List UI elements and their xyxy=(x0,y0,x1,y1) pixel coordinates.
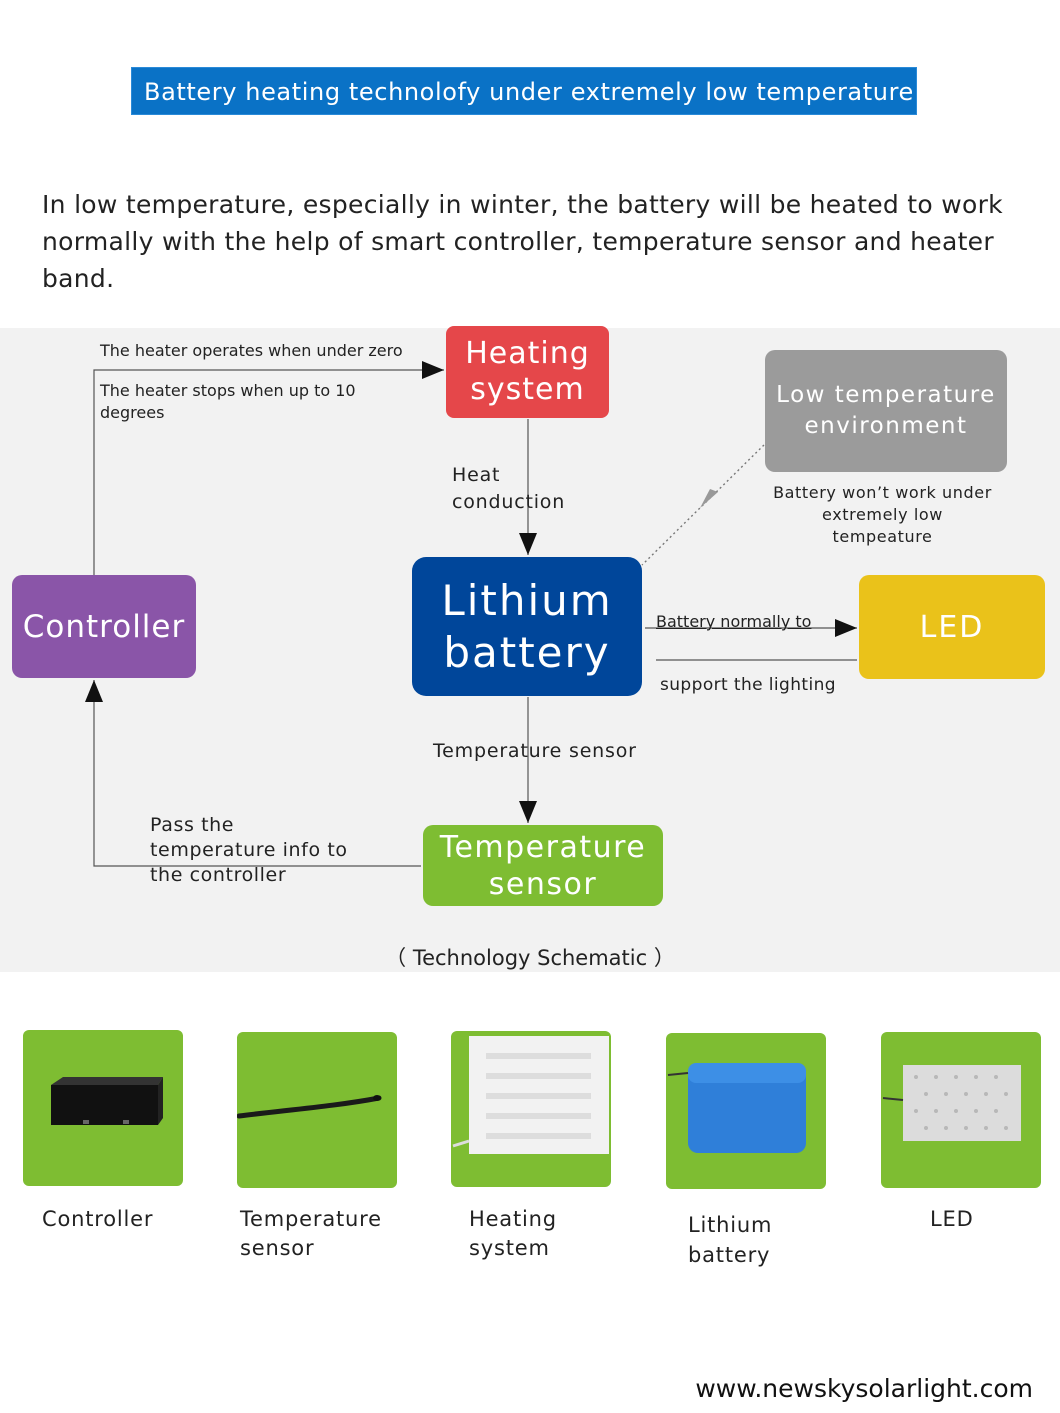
product-label-temperature-sensor: Temperature sensor xyxy=(240,1207,382,1260)
heating-system-photo xyxy=(451,1031,611,1187)
temperature-sensor-edge-label: Temperature sensor xyxy=(433,740,637,762)
product-label-heating-system: Heating system xyxy=(469,1207,557,1260)
controller-box-icon xyxy=(51,1077,163,1125)
led-panel-icon xyxy=(882,1065,1021,1141)
intro-paragraph: In low temperature, especially in winter… xyxy=(42,190,1003,293)
heater-operates-label: The heater operates when under zero xyxy=(100,341,403,360)
product-label-lithium-battery: Lithium battery xyxy=(688,1213,773,1267)
controller-node: Controller xyxy=(12,575,196,678)
battery-pack-icon xyxy=(667,1063,806,1153)
support-lighting-label: support the lighting xyxy=(660,675,836,695)
pass-info-label: Pass the temperature info to the control… xyxy=(150,814,348,886)
low-temperature-node: Low temperature environment xyxy=(765,350,1007,472)
website-url[interactable]: www.newskysolarlight.com xyxy=(695,1374,1033,1403)
product-label-controller: Controller xyxy=(42,1207,154,1231)
heat-conduction-label: Heat conduction xyxy=(452,464,566,513)
temperature-sensor-photo xyxy=(236,1032,397,1188)
battery-normally-label: Battery normally to xyxy=(656,612,812,631)
led-node: LED xyxy=(859,575,1045,679)
heating-system-node: Heating system xyxy=(446,326,609,418)
sensor-cable-icon xyxy=(236,1095,382,1119)
sensor-to-controller-line xyxy=(85,680,421,867)
heater-stops-label: The heater stops when up to 10 degrees xyxy=(100,381,356,422)
controller-photo xyxy=(23,1030,183,1186)
product-label-led: LED xyxy=(930,1207,974,1231)
lowtemp-arrowhead xyxy=(700,489,718,508)
title-banner: Battery heating technolofy under extreme… xyxy=(131,67,917,115)
battery-wont-work-label: Battery won’t work under extremely low t… xyxy=(773,483,992,546)
led-photo xyxy=(881,1032,1041,1188)
lithium-battery-photo xyxy=(666,1033,826,1189)
lithium-battery-node: Lithium battery xyxy=(412,557,642,696)
temperature-sensor-node: Temperature sensor xyxy=(423,825,663,906)
heating-pad-icon xyxy=(452,1036,609,1154)
schematic-caption: （ Technology Schematic ） xyxy=(385,946,675,970)
